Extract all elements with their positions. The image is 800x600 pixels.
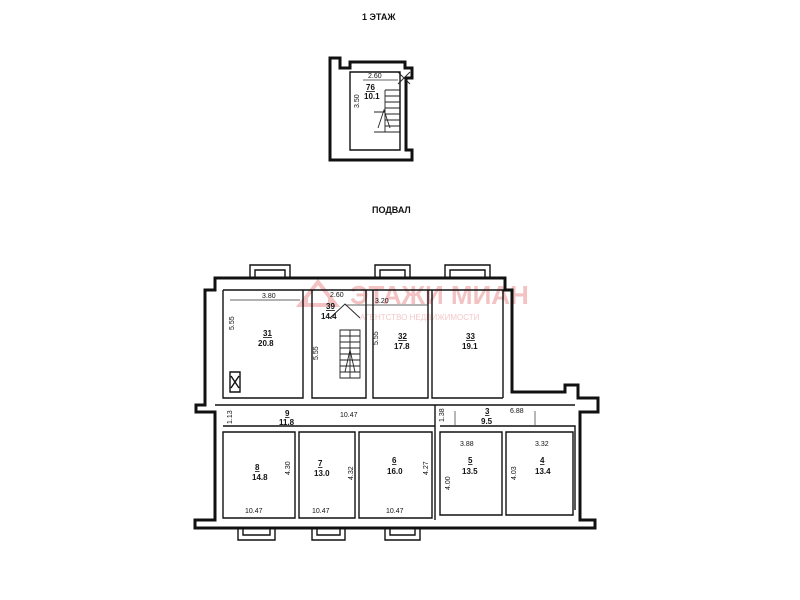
room-33-number: 33 bbox=[466, 332, 475, 341]
room-31: 31 20.8 bbox=[258, 329, 274, 348]
dim-3-88: 3.88 bbox=[460, 441, 474, 448]
dim-3-32: 3.32 bbox=[535, 441, 549, 448]
room-31-area: 20.8 bbox=[258, 339, 274, 348]
watermark-brand: ЭТАЖИ МИАН bbox=[350, 280, 529, 310]
room-76-area: 10.1 bbox=[364, 92, 380, 101]
basement-dimensions: 3.80 2.60 3.20 5.55 5.55 5.55 1.13 10.47… bbox=[227, 292, 549, 515]
room-39-area: 14.4 bbox=[321, 312, 337, 321]
dim-4-00: 4.00 bbox=[445, 476, 452, 490]
room-9-area: 11.8 bbox=[279, 418, 295, 427]
basement-stair-arrow-icon bbox=[344, 349, 356, 373]
room-39: 39 14.4 bbox=[321, 302, 337, 321]
dim-2-60: 2.60 bbox=[330, 292, 344, 299]
floor1-dim-width: 2.60 bbox=[368, 73, 382, 80]
dim-3-20: 3.20 bbox=[375, 298, 389, 305]
room-32-area: 17.8 bbox=[394, 342, 410, 351]
room-7-area: 13.0 bbox=[314, 469, 330, 478]
room-6-number: 6 bbox=[392, 456, 397, 465]
room-8: 8 14.8 bbox=[252, 463, 268, 482]
basement-shell bbox=[193, 264, 600, 541]
room-4-number: 4 bbox=[540, 456, 545, 465]
agency-logo-icon bbox=[295, 278, 341, 307]
floor1-dim-height: 3.50 bbox=[354, 94, 361, 108]
dim-4-27: 4.27 bbox=[423, 461, 430, 475]
room-3: 3 9.5 bbox=[481, 407, 493, 426]
dim-4-03: 4.03 bbox=[511, 466, 518, 480]
room-7: 7 13.0 bbox=[314, 459, 330, 478]
dim-5-55-room31: 5.55 bbox=[229, 316, 236, 330]
room-7-number: 7 bbox=[318, 459, 323, 468]
floor1-title: 1 ЭТАЖ bbox=[362, 12, 396, 22]
floor1-stair-plan: 2.60 3.50 76 10.1 bbox=[328, 56, 414, 162]
room-31-number: 31 bbox=[263, 329, 272, 338]
dim-5-55-room32: 5.55 bbox=[373, 331, 380, 345]
basement-stair-steps bbox=[329, 303, 361, 379]
dim-10-47-corridor: 10.47 bbox=[340, 412, 358, 419]
dim-4-30: 4.30 bbox=[285, 461, 292, 475]
dim-6-88: 6.88 bbox=[510, 408, 524, 415]
room-32: 32 17.8 bbox=[394, 332, 410, 351]
dim-4-32: 4.32 bbox=[348, 466, 355, 480]
dim-10-47-bottom-c: 10.47 bbox=[386, 508, 404, 515]
dim-3-80: 3.80 bbox=[262, 293, 276, 300]
dim-5-55-room39: 5.55 bbox=[313, 346, 320, 360]
room-39-number: 39 bbox=[326, 302, 335, 311]
dim-1-38: 1.38 bbox=[439, 408, 446, 422]
room-5: 5 13.5 bbox=[462, 456, 478, 476]
dim-10-47-bottom-b: 10.47 bbox=[312, 508, 330, 515]
room-6-area: 16.0 bbox=[387, 467, 403, 476]
shaft-symbol-icon bbox=[229, 371, 241, 393]
room-3-number: 3 bbox=[485, 407, 490, 416]
basement-title: ПОДВАЛ bbox=[372, 205, 411, 215]
room-6: 6 16.0 bbox=[387, 456, 403, 476]
floor1-stair-arrow-icon bbox=[377, 108, 391, 129]
room-33-area: 19.1 bbox=[462, 342, 478, 351]
dim-1-13: 1.13 bbox=[227, 410, 234, 424]
room-9-number: 9 bbox=[285, 409, 290, 418]
floor1-stair-steps bbox=[374, 89, 400, 133]
room-5-area: 13.5 bbox=[462, 467, 478, 476]
room-5-number: 5 bbox=[468, 456, 473, 465]
room-32-number: 32 bbox=[398, 332, 407, 341]
room-9: 9 11.8 bbox=[279, 409, 295, 427]
room-33: 33 19.1 bbox=[462, 332, 478, 351]
room-3-area: 9.5 bbox=[481, 417, 493, 426]
room-4-area: 13.4 bbox=[535, 467, 551, 476]
dim-10-47-bottom-a: 10.47 bbox=[245, 508, 263, 515]
watermark-tagline: АГЕНТСТВО НЕДВИЖИМОСТИ bbox=[360, 313, 480, 322]
room-labels: 31 20.8 39 14.4 32 17.8 33 19.1 9 11.8 3… bbox=[252, 302, 551, 482]
room-4: 4 13.4 bbox=[535, 456, 551, 476]
room-8-number: 8 bbox=[255, 463, 260, 472]
room-8-area: 14.8 bbox=[252, 473, 268, 482]
room-76-number: 76 bbox=[366, 83, 375, 92]
